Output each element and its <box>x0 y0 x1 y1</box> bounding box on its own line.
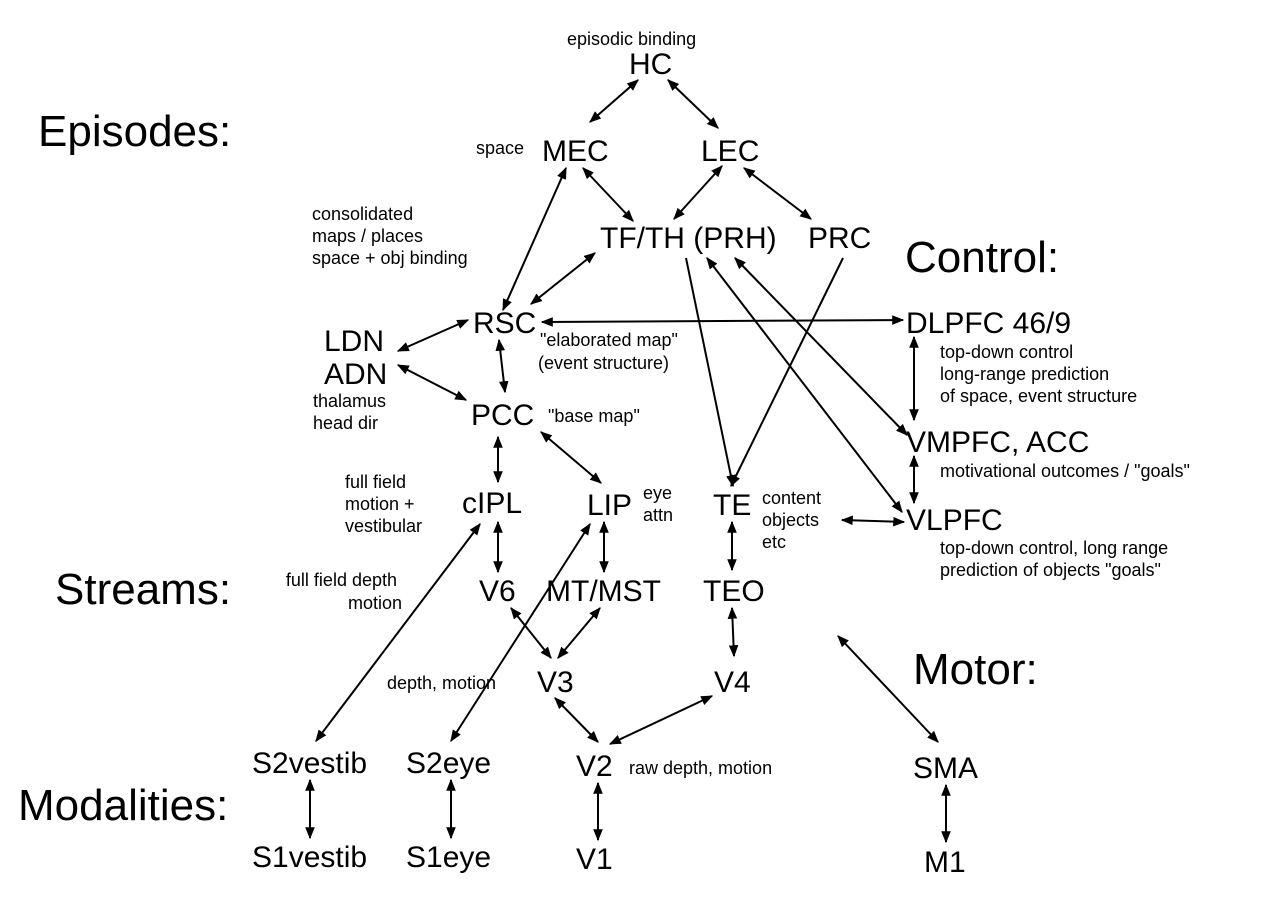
node-s1eye: S1eye <box>406 841 491 874</box>
note-eye-attn-1: eye <box>643 483 672 503</box>
section-streams: Streams: <box>55 565 231 614</box>
note-episodic-binding: episodic binding <box>567 29 696 49</box>
arrow-mec-hc <box>589 79 639 123</box>
node-adn: ADN <box>324 358 387 391</box>
arrow-mec-tfth <box>582 167 634 222</box>
arrow-pcc-lip <box>540 431 602 484</box>
node-v6: V6 <box>479 575 516 608</box>
arrow-rsc-pcc <box>495 338 509 394</box>
arrow-motor-sma <box>837 635 939 743</box>
note-te-2: objects <box>762 510 819 530</box>
arrow-hc-lec <box>667 79 719 129</box>
node-mtmst: MT/MST <box>546 575 661 608</box>
arrow-prc-te <box>730 257 844 488</box>
node-rsc: RSC <box>473 307 536 340</box>
note-elaborated-1: "elaborated map" <box>540 330 678 350</box>
node-vlpfc: VLPFC <box>906 504 1003 537</box>
section-control: Control: <box>905 233 1059 282</box>
arrow-adn-pcc <box>396 364 468 401</box>
note-vlpfc-1: top-down control, long range <box>940 538 1168 558</box>
arrow-rsc-dlpfc <box>540 315 905 327</box>
arrow-teo-v4 <box>727 606 739 658</box>
note-te-3: etc <box>762 532 786 552</box>
node-cipl: cIPL <box>462 487 522 520</box>
note-raw-depth: raw depth, motion <box>629 758 772 778</box>
node-sma: SMA <box>913 752 978 785</box>
note-elaborated-2: (event structure) <box>538 353 669 373</box>
node-mec: MEC <box>542 135 609 168</box>
arrow-lip-s2eye <box>450 522 591 743</box>
note-consolidated-1: consolidated <box>312 204 413 224</box>
arrow-tfth-vmpfc <box>734 257 908 436</box>
node-teo: TEO <box>703 575 765 608</box>
note-base-map: "base map" <box>548 406 640 426</box>
note-dlpfc-1: top-down control <box>940 342 1073 362</box>
arrow-mtmst-v3 <box>557 607 601 659</box>
note-full-field-3: vestibular <box>345 516 422 536</box>
note-eye-attn-2: attn <box>643 505 673 525</box>
section-motor: Motor: <box>913 645 1038 694</box>
node-hc: HC <box>629 48 672 81</box>
node-s2vestib: S2vestib <box>252 747 367 780</box>
node-te: TE <box>713 489 751 522</box>
node-v3: V3 <box>537 666 574 699</box>
arrow-te-vlpfc <box>840 515 906 527</box>
note-vmpfc: motivational outcomes / "goals" <box>940 461 1190 481</box>
node-ldn: LDN <box>324 325 384 358</box>
arrow-v4-v2 <box>608 695 714 745</box>
arrow-cipl-s2vestib <box>315 523 481 742</box>
note-thalamus-1: thalamus <box>313 391 386 411</box>
note-space: space <box>476 138 524 158</box>
note-full-field-1: full field <box>345 472 406 492</box>
node-v2: V2 <box>576 750 613 783</box>
node-v1: V1 <box>576 843 613 876</box>
section-modalities: Modalities: <box>18 781 228 830</box>
note-thalamus-2: head dir <box>313 413 378 433</box>
note-consolidated-2: maps / places <box>312 226 423 246</box>
arrow-tfth-te <box>685 257 736 488</box>
arrow-tfth-rsc <box>530 252 596 305</box>
node-vmpfc: VMPFC, ACC <box>906 426 1089 459</box>
node-lip: LIP <box>587 489 632 522</box>
section-episodes: Episodes: <box>38 107 231 156</box>
note-dlpfc-3: of space, event structure <box>940 386 1137 406</box>
note-te-1: content <box>762 488 821 508</box>
node-s1vestib: S1vestib <box>252 841 367 874</box>
node-v4: V4 <box>714 666 751 699</box>
node-m1: M1 <box>924 846 966 879</box>
arrow-lec-prc <box>743 167 812 220</box>
node-prc: PRC <box>808 222 871 255</box>
arrow-lec-tfth <box>673 165 723 220</box>
note-depth-motion-field-1: full field depth <box>286 570 397 590</box>
node-dlpfc: DLPFC 46/9 <box>906 307 1071 340</box>
arrow-mec-rsc <box>502 166 567 312</box>
note-depth-motion-field-2: motion <box>348 593 402 613</box>
note-vlpfc-2: prediction of objects "goals" <box>940 560 1161 580</box>
arrow-rsc-ldn <box>396 319 470 352</box>
note-dlpfc-2: long-range prediction <box>940 364 1109 384</box>
arrow-v3-v2 <box>554 697 599 743</box>
node-pcc: PCC <box>471 399 534 432</box>
node-tfth: TF/TH (PRH) <box>600 222 777 255</box>
note-depth-motion: depth, motion <box>387 673 496 693</box>
node-s2eye: S2eye <box>406 747 491 780</box>
note-consolidated-3: space + obj binding <box>312 248 468 268</box>
note-full-field-2: motion + <box>345 494 415 514</box>
node-lec: LEC <box>701 135 759 168</box>
